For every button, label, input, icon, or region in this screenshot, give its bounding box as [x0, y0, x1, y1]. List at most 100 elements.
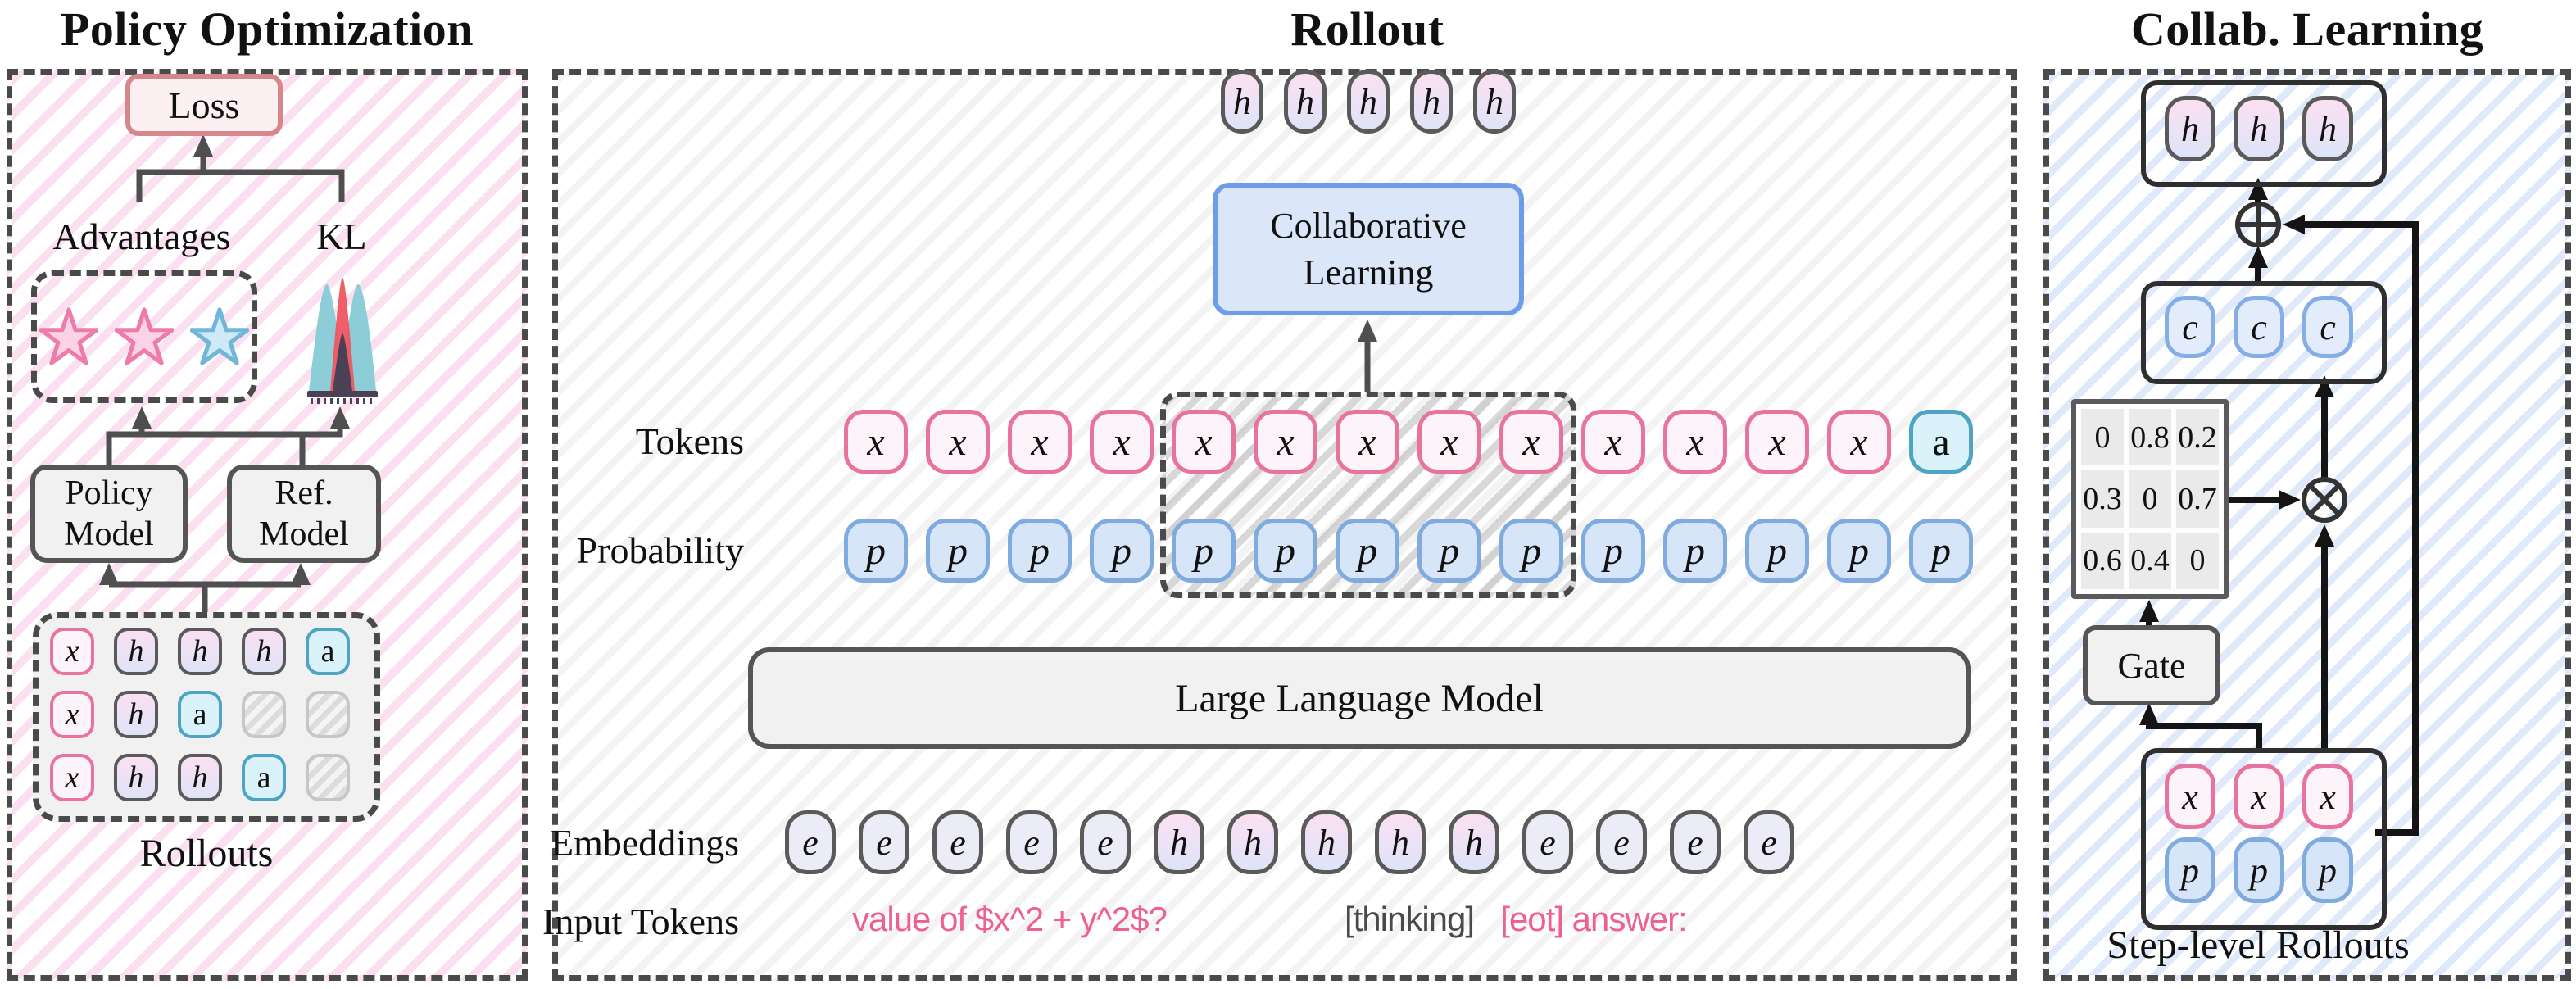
- policy-model-box: Policy Model: [30, 465, 188, 563]
- ref-model-line2: Model: [259, 515, 349, 553]
- token-h: h: [2234, 96, 2284, 161]
- token-letter: a: [193, 697, 207, 732]
- collab-line1: Collaborative: [1270, 205, 1467, 246]
- token-letter: p: [1276, 529, 1295, 573]
- token-x: x: [1090, 410, 1154, 474]
- token-letter: p: [948, 529, 968, 573]
- token-c: c: [2165, 296, 2215, 358]
- token-x: x: [1499, 410, 1563, 474]
- token-e: e: [785, 810, 836, 874]
- matrix-cell: 0: [2129, 470, 2171, 528]
- token-letter: p: [1440, 529, 1459, 573]
- token-a: a: [178, 691, 222, 738]
- token-letter: h: [2319, 108, 2337, 149]
- token-p: p: [1336, 519, 1399, 583]
- token-e: e: [1596, 810, 1647, 874]
- token-letter: h: [128, 634, 144, 669]
- token-h: h: [178, 628, 222, 675]
- reward-stars: [37, 276, 252, 397]
- token-letter: h: [2181, 108, 2199, 149]
- token-h: h: [2302, 96, 2353, 161]
- token-p: p: [1745, 519, 1809, 583]
- token-h: h: [242, 628, 286, 675]
- token-p: p: [1581, 519, 1645, 583]
- token-letter: c: [2251, 306, 2267, 347]
- collab-panel-wires: [2139, 178, 2419, 836]
- token-p: p: [1090, 519, 1154, 583]
- token-letter: p: [866, 529, 886, 573]
- token-p: p: [2302, 837, 2353, 903]
- token-letter: x: [1113, 420, 1131, 464]
- token-p: p: [844, 519, 908, 583]
- matrix-cell: 0.3: [2081, 470, 2124, 528]
- token-p: p: [926, 519, 990, 583]
- token-h: h: [1449, 810, 1499, 874]
- token-p: p: [1008, 519, 1072, 583]
- token-x: x: [1581, 410, 1645, 474]
- token-letter: h: [128, 760, 144, 795]
- token-x: x: [1008, 410, 1072, 474]
- tokens-label: Tokens: [635, 420, 744, 462]
- token-letter: h: [128, 697, 144, 732]
- llm-box: Large Language Model: [748, 647, 1971, 749]
- gate-label: Gate: [2117, 645, 2186, 686]
- token-letter: x: [1195, 420, 1213, 464]
- token-letter: x: [1604, 420, 1622, 464]
- token-letter: p: [1685, 529, 1705, 573]
- token-letter: p: [1358, 529, 1377, 573]
- c-tokens-box: [2141, 281, 2387, 384]
- matrix-cell: 0.7: [2176, 470, 2219, 528]
- token-p: p: [2165, 837, 2215, 903]
- matrix-cell: 0.8: [2129, 409, 2171, 466]
- step-rollouts-box: [2141, 748, 2387, 930]
- token-x: x: [1663, 410, 1727, 474]
- token-a: a: [242, 754, 286, 801]
- token-h: h: [1154, 810, 1204, 874]
- collaborative-learning-box: Collaborative Learning: [1213, 183, 1524, 315]
- token-letter: h: [256, 634, 272, 669]
- token-letter: h: [1296, 81, 1314, 122]
- token-x: x: [1336, 410, 1399, 474]
- probability-label: Probability: [576, 529, 744, 571]
- llm-label: Large Language Model: [1175, 676, 1544, 720]
- token-letter: x: [65, 760, 79, 795]
- ref-model-box: Ref. Model: [227, 465, 381, 563]
- token-h: h: [178, 754, 222, 801]
- token-letter: p: [1849, 529, 1869, 573]
- token-letter: p: [2319, 850, 2337, 891]
- loss-box: Loss: [125, 74, 283, 136]
- token-letter: p: [1194, 529, 1213, 573]
- token-letter: x: [949, 420, 967, 464]
- circled-plus-icon: [2235, 202, 2281, 247]
- token-letter: h: [1317, 822, 1336, 863]
- token-letter: e: [1613, 822, 1630, 863]
- token-h: h: [114, 691, 158, 738]
- token-letter: x: [1358, 420, 1376, 464]
- token-e: e: [1744, 810, 1794, 874]
- token-letter: h: [2250, 108, 2268, 149]
- token-x: x: [844, 410, 908, 474]
- panel-title-policy-optimization: Policy Optimization: [60, 2, 474, 56]
- token-letter: x: [65, 697, 79, 732]
- matrix-cell: 0: [2081, 409, 2124, 466]
- token-h: h: [2165, 96, 2215, 161]
- token-p: p: [1417, 519, 1481, 583]
- gate-box: Gate: [2083, 625, 2220, 705]
- token-h: h: [1284, 70, 1327, 134]
- ref-model-line1: Ref.: [274, 474, 333, 512]
- token-letter: h: [1391, 822, 1409, 863]
- token-letter: p: [1522, 529, 1541, 573]
- token-h: h: [1221, 70, 1263, 134]
- panel-title-collab-learning: Collab. Learning: [2130, 2, 2484, 56]
- token-x: x: [50, 691, 94, 738]
- loss-label: Loss: [168, 84, 240, 126]
- embeddings-label: Embeddings: [551, 822, 739, 864]
- matrix-cell: 0.2: [2176, 409, 2219, 466]
- token-letter: x: [1277, 420, 1295, 464]
